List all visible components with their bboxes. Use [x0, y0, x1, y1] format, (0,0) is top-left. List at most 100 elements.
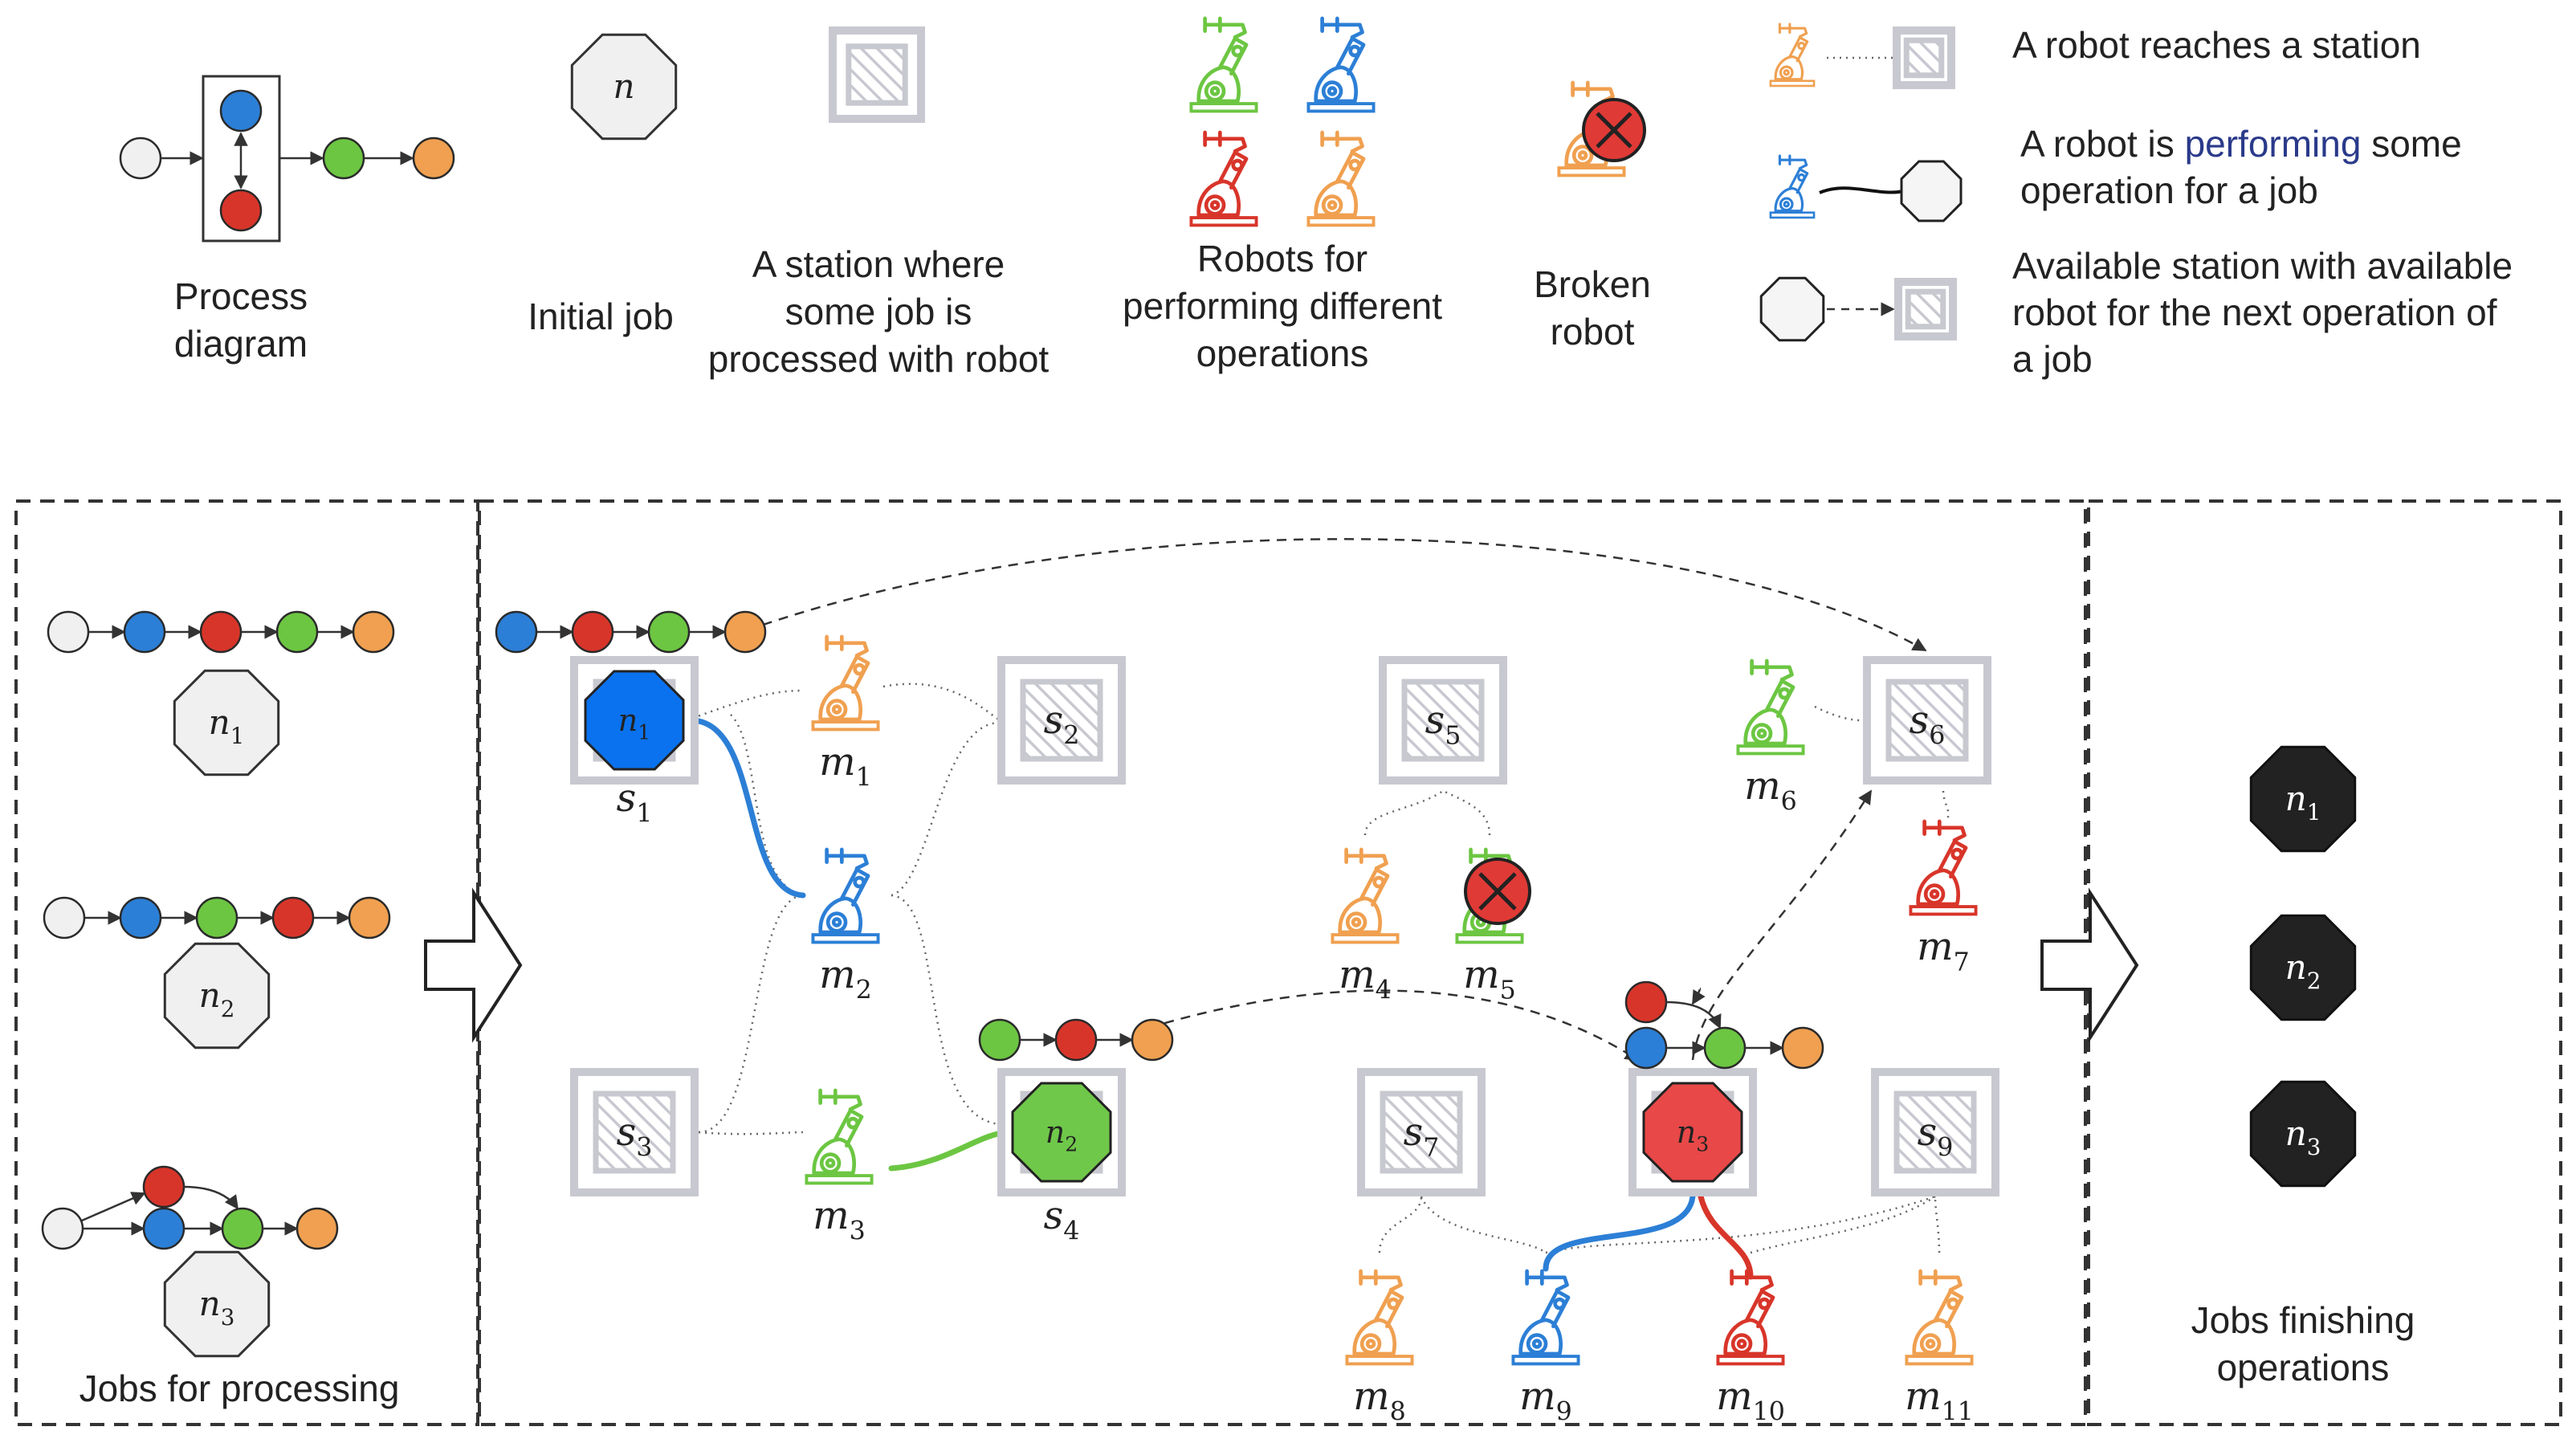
legend-performing-octagon — [1900, 160, 1963, 222]
flow-arrow — [183, 1185, 239, 1210]
robot-body — [812, 1137, 856, 1176]
dotted-link — [891, 894, 1001, 1126]
robot-base — [1306, 216, 1376, 227]
robot-gripper — [1469, 847, 1513, 870]
robot-arm — [1335, 150, 1366, 190]
legend-process-diagram — [119, 75, 455, 243]
station-s6 — [1863, 656, 1991, 785]
dotted-link — [1420, 1196, 1547, 1254]
operation-node — [412, 137, 455, 180]
robot-joint — [819, 1152, 842, 1174]
robot-gripper — [825, 847, 869, 870]
robot-gripper — [1344, 847, 1388, 870]
operation-node — [296, 1207, 339, 1250]
robot-elbow — [1387, 1297, 1400, 1310]
initial-job-symbol: n — [613, 67, 634, 106]
legend-reaches-robot — [1769, 22, 1816, 88]
operation-node — [1624, 1026, 1668, 1070]
dotted-link — [1378, 1196, 1423, 1253]
robot-m3-label: m3 — [813, 1193, 866, 1245]
robot-joint-inner — [1351, 917, 1362, 927]
robot-gripper — [1525, 1269, 1569, 1292]
robot-base — [1716, 1355, 1785, 1366]
robot-elbow — [1231, 44, 1244, 58]
performing-link — [1698, 1193, 1754, 1280]
operation-node — [142, 1165, 185, 1209]
legend-performing-part: performing — [2185, 123, 2362, 165]
station-s5-label: s5 — [1425, 698, 1461, 750]
robot-m4 — [1331, 847, 1400, 944]
station-hatch — [1905, 288, 1946, 330]
operation-node — [119, 896, 162, 940]
job-n3-at-s8 — [1642, 1082, 1743, 1183]
robot-base — [1189, 216, 1258, 227]
operation-node — [348, 896, 391, 940]
robot-joint-inner — [1925, 1339, 1936, 1349]
operation-node — [119, 137, 162, 180]
dotted-link — [882, 683, 1001, 722]
robot-joint — [1730, 1333, 1753, 1355]
dotted-link — [891, 721, 1001, 897]
robot-body — [1352, 1318, 1396, 1356]
robot-joint-inner — [1365, 1339, 1376, 1349]
legend-robot-blue — [1306, 16, 1376, 113]
robot-gripper — [1778, 154, 1808, 170]
operation-node — [123, 610, 166, 654]
legend-initial-job-label: Initial job — [528, 296, 674, 337]
station-hatch — [846, 43, 908, 106]
legend-performing-label: A robot is performing some — [2020, 123, 2462, 165]
legend-performing-part: some — [2361, 123, 2461, 165]
broken-icon — [1582, 98, 1646, 162]
robot-joint-inner — [1929, 889, 1940, 899]
dotted-link — [698, 894, 804, 1134]
robot-arm — [833, 1108, 864, 1147]
station-s1-label: s1 — [617, 776, 653, 828]
dotted-link — [1942, 790, 1950, 820]
operation-node — [1054, 1018, 1098, 1062]
next-operation-arrow — [1691, 789, 1873, 1061]
dotted-link — [1814, 705, 1872, 722]
robot-joint — [1751, 723, 1773, 744]
performing-link — [1543, 1193, 1696, 1272]
legend-performing-robot — [1769, 154, 1816, 219]
robot-elbow — [853, 662, 866, 676]
robot-body — [1196, 179, 1241, 218]
station-hatch — [1903, 37, 1945, 79]
robot-joint-inner — [825, 1158, 836, 1168]
initial-job-octagon — [570, 33, 678, 141]
operation-node — [978, 1018, 1021, 1062]
robot-body — [1912, 1318, 1956, 1356]
robot-body — [1314, 179, 1358, 218]
job-n2-label: n2 — [199, 976, 235, 1022]
robot-arm — [1788, 168, 1809, 194]
robot-base — [1769, 211, 1816, 219]
robot-base — [1909, 905, 1978, 916]
station-hatch — [1020, 679, 1103, 762]
robot-joint-inner — [1209, 200, 1221, 210]
robot-arm — [1764, 679, 1795, 718]
legend-available-octagon — [1759, 276, 1825, 342]
dotted-link — [1442, 789, 1491, 836]
robot-gripper — [1750, 658, 1794, 682]
finished-job-label: n2 — [2285, 948, 2321, 994]
job-n1-at-s1 — [584, 670, 685, 771]
operation-node — [647, 610, 691, 654]
operation-node — [195, 896, 238, 940]
broken-icon — [1464, 858, 1531, 925]
robot-arm — [1744, 1289, 1775, 1328]
robot-base — [805, 1174, 874, 1185]
robot-joint — [1359, 1333, 1382, 1355]
job-n3-octagon — [163, 1250, 271, 1358]
robot-joint — [1919, 1333, 1942, 1355]
operation-node — [219, 89, 263, 132]
robot-base — [1331, 933, 1400, 944]
robot-m11 — [1905, 1269, 1974, 1366]
robot-m3 — [805, 1088, 874, 1185]
robot-elbow — [1950, 847, 1963, 861]
